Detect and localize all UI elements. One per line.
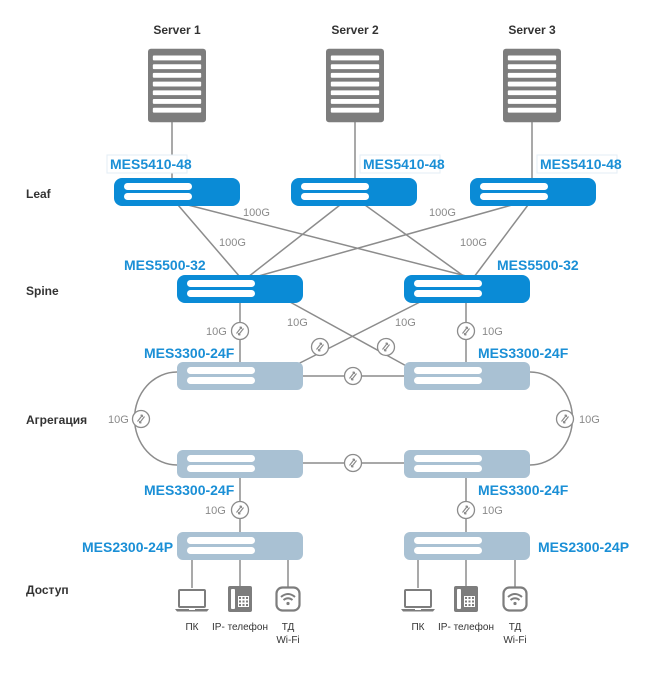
speed-label: 10G bbox=[579, 414, 600, 426]
wifi-ap-icon[interactable] bbox=[275, 586, 301, 612]
laptop-icon[interactable] bbox=[175, 589, 209, 612]
media-converter-icon bbox=[456, 321, 476, 341]
wifi-ap-icon[interactable] bbox=[502, 586, 528, 612]
agg-3-model-label: MES3300-24F bbox=[144, 482, 235, 498]
leaf-label-box bbox=[536, 154, 618, 174]
server-icon[interactable] bbox=[326, 48, 384, 123]
agg-2-model-label: MES3300-24F bbox=[478, 345, 569, 361]
access-2-model-label: MES2300-24P bbox=[538, 539, 629, 555]
media-converter-icon bbox=[376, 337, 396, 357]
spine-switch-1[interactable] bbox=[177, 275, 303, 303]
link-leaf2-spine1 bbox=[247, 204, 341, 278]
media-converter-icon bbox=[343, 453, 363, 473]
server-icon[interactable] bbox=[148, 48, 206, 123]
link-leaf1-spine1 bbox=[177, 204, 241, 278]
leaf-switch-1[interactable] bbox=[114, 178, 240, 206]
speed-label: 100G bbox=[429, 207, 456, 219]
laptop-icon[interactable] bbox=[401, 589, 435, 612]
link-leaf3-spine1 bbox=[254, 204, 513, 278]
leaf-label-box bbox=[106, 154, 188, 174]
media-converter-icon bbox=[131, 409, 151, 429]
server-1-label: Server 1 bbox=[153, 23, 201, 37]
servers: Server 1 Server 2 Server 3 bbox=[148, 23, 561, 123]
media-converter-icon bbox=[343, 366, 363, 386]
ip-phone-label: IP- телефон bbox=[438, 621, 494, 633]
link-leaf3-spine2 bbox=[473, 204, 529, 278]
leaf-1-model-label: MES5410-48 bbox=[110, 156, 192, 172]
link-spine1-agg2 bbox=[289, 301, 411, 369]
wifi-ap-label-line1: ТД bbox=[509, 622, 522, 633]
speed-label: 10G bbox=[482, 326, 503, 338]
tier-labels: Leaf Spine Агрегация Доступ bbox=[26, 187, 87, 597]
link-spine2-agg1 bbox=[289, 301, 421, 369]
speed-label: 10G bbox=[482, 505, 503, 517]
wifi-ap-label-line2: Wi-Fi bbox=[503, 635, 526, 646]
wifi-ap-label-line2: Wi-Fi bbox=[276, 635, 299, 646]
tier-label-access: Доступ bbox=[26, 583, 69, 597]
leaf-label-box bbox=[359, 154, 441, 174]
aggregation-switches: MES3300-24F MES3300-24F MES3300-24F MES3… bbox=[144, 345, 569, 498]
server-3-label: Server 3 bbox=[508, 23, 556, 37]
wifi-ap-label-line1: ТД bbox=[282, 622, 295, 633]
access-1-model-label: MES2300-24P bbox=[82, 539, 173, 555]
server-icon[interactable] bbox=[503, 48, 561, 123]
leaf-switch-3[interactable] bbox=[470, 178, 596, 206]
spine-switches: MES5500-32 MES5500-32 bbox=[124, 257, 579, 303]
agg-1-model-label: MES3300-24F bbox=[144, 345, 235, 361]
media-converter-icon bbox=[555, 409, 575, 429]
spine-1-model-label: MES5500-32 bbox=[124, 257, 206, 273]
speed-label: 10G bbox=[206, 326, 227, 338]
access-switch-2[interactable] bbox=[404, 532, 530, 560]
server-2-label: Server 2 bbox=[331, 23, 379, 37]
speed-label: 10G bbox=[395, 317, 416, 329]
agg-4-model-label: MES3300-24F bbox=[478, 482, 569, 498]
ip-phone-icon[interactable] bbox=[228, 586, 252, 612]
speed-label: 100G bbox=[219, 237, 246, 249]
aggregation-switch-3[interactable] bbox=[177, 450, 303, 478]
media-converter-icon bbox=[310, 337, 330, 357]
media-converter-icon bbox=[456, 500, 476, 520]
speed-labels: 100G 100G 100G 100G 10G 10G 10G 10G 10G … bbox=[108, 207, 600, 517]
tier-label-spine: Spine bbox=[26, 284, 59, 298]
tier-label-aggregation: Агрегация bbox=[26, 413, 87, 427]
aggregation-switch-1[interactable] bbox=[177, 362, 303, 390]
speed-label: 10G bbox=[108, 414, 129, 426]
aggregation-switch-2[interactable] bbox=[404, 362, 530, 390]
leaf-switches: MES5410-48 MES5410-48 MES5410-48 bbox=[106, 154, 622, 206]
media-converter-icon bbox=[230, 500, 250, 520]
access-switch-1[interactable] bbox=[177, 532, 303, 560]
leaf-2-model-label: MES5410-48 bbox=[363, 156, 445, 172]
media-converter-icon bbox=[230, 321, 250, 341]
pc-label: ПК bbox=[411, 622, 424, 633]
aggregation-switch-4[interactable] bbox=[404, 450, 530, 478]
pc-label: ПК bbox=[185, 622, 198, 633]
speed-label: 100G bbox=[460, 237, 487, 249]
leaf-3-model-label: MES5410-48 bbox=[540, 156, 622, 172]
end-devices-right: ПК IP- телефон ТД Wi-Fi bbox=[401, 586, 528, 646]
speed-label: 100G bbox=[243, 207, 270, 219]
leaf-switch-2[interactable] bbox=[291, 178, 417, 206]
end-devices-left: ПК IP- телефон ТД Wi-Fi bbox=[175, 586, 301, 646]
speed-label: 10G bbox=[287, 317, 308, 329]
access-switches: MES2300-24P MES2300-24P bbox=[82, 532, 629, 560]
ip-phone-label: IP- телефон bbox=[212, 621, 268, 633]
spine-2-model-label: MES5500-32 bbox=[497, 257, 579, 273]
spine-switch-2[interactable] bbox=[404, 275, 530, 303]
link-leaf2-spine2 bbox=[364, 204, 466, 278]
tier-label-leaf: Leaf bbox=[26, 187, 52, 201]
link-leaf1-spine2 bbox=[187, 204, 471, 278]
ip-phone-icon[interactable] bbox=[454, 586, 478, 612]
speed-label: 10G bbox=[205, 505, 226, 517]
